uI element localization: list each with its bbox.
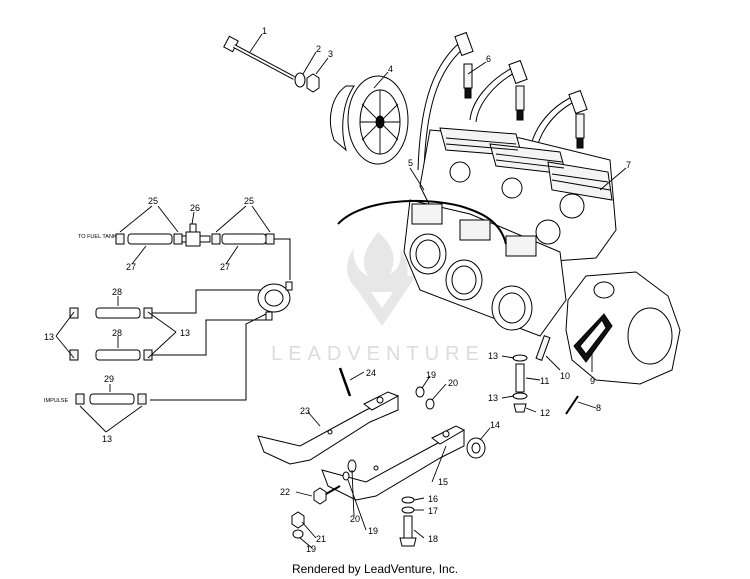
callout-1: 1 [262, 26, 267, 36]
part-27-hose-left [127, 233, 173, 245]
callout-19: 19 [368, 526, 378, 536]
watermark-text: LEADVENTURE [271, 343, 485, 365]
part-2-washer [294, 72, 306, 88]
part-23-mount-bracket [257, 391, 400, 465]
callout-13: 13 [180, 328, 190, 338]
annotation-impulse: IMPULSE [44, 398, 68, 404]
callout-3: 3 [328, 49, 333, 59]
callout-14: 14 [490, 420, 500, 430]
callout-25: 25 [244, 196, 254, 206]
part-16-washer [401, 496, 415, 504]
watermark-v-icon [348, 276, 416, 326]
callout-7: 7 [626, 160, 631, 170]
callout-15: 15 [438, 477, 448, 487]
part-13-washer-lower [512, 392, 528, 400]
callout-13: 13 [488, 351, 498, 361]
callout-26: 26 [190, 203, 200, 213]
annotation-fuel-tank: TO FUEL TANK [78, 234, 117, 240]
part-17-washer [401, 506, 415, 514]
part-27-hose-right [221, 233, 267, 245]
callout-22: 22 [280, 487, 290, 497]
callout-13: 13 [102, 434, 112, 444]
part-1-bolt [223, 35, 295, 80]
part-5-throttle-cable [337, 199, 507, 245]
callout-27: 27 [220, 262, 230, 272]
callout-17: 17 [428, 506, 438, 516]
callout-18: 18 [428, 534, 438, 544]
callout-28: 28 [112, 328, 122, 338]
part-20-washer-upper [425, 398, 435, 410]
callout-19: 19 [426, 370, 436, 380]
callout-4: 4 [388, 64, 393, 74]
callout-19: 19 [306, 544, 316, 554]
callout-28: 28 [112, 287, 122, 297]
fuel-system [150, 223, 293, 401]
part-19-nut-mid [342, 471, 350, 481]
callout-10: 10 [560, 371, 570, 381]
callout-29: 29 [104, 374, 114, 384]
recoil-housing [565, 271, 681, 385]
hose-clamps [69, 233, 275, 405]
callout-12: 12 [540, 408, 550, 418]
part-18-bolt [399, 515, 417, 547]
part-24-bolt [338, 367, 352, 397]
part-21-nut [291, 511, 305, 529]
part-19-nut-upper [415, 386, 425, 398]
callout-24: 24 [366, 368, 376, 378]
callout-8: 8 [596, 403, 601, 413]
part-19-nut-lower [292, 529, 304, 539]
callout-16: 16 [428, 494, 438, 504]
callout-2: 2 [316, 44, 321, 54]
watermark: LEADVENTURE [271, 232, 485, 365]
watermark-flame-icon [347, 232, 408, 292]
part-8-pin [565, 395, 579, 415]
part-11-spacer [515, 363, 525, 393]
part-6-spark-plugs [417, 31, 588, 171]
callout-9: 9 [590, 376, 595, 386]
callout-13: 13 [44, 332, 54, 342]
carburetors [403, 199, 567, 337]
part-28-hose-upper [95, 307, 141, 319]
callout-labels: 1 2 3 4 5 6 7 8 9 10 11 12 13 13 13 13 1… [44, 26, 631, 554]
callout-20: 20 [448, 378, 458, 388]
callout-6: 6 [486, 54, 491, 64]
callout-27: 27 [126, 262, 136, 272]
part-22-stud [313, 485, 341, 505]
part-13-washer-upper [512, 354, 528, 362]
callout-5: 5 [408, 158, 413, 168]
callout-13: 13 [488, 393, 498, 403]
callout-25: 25 [148, 196, 158, 206]
part-4-drive-clutch [330, 75, 409, 165]
leader-lines [55, 33, 627, 549]
part-28-hose-lower [95, 349, 141, 361]
part-10-stud [535, 335, 551, 361]
callout-23: 23 [300, 406, 310, 416]
callout-21: 21 [316, 534, 326, 544]
callout-11: 11 [540, 376, 549, 386]
part-14-grommet [466, 437, 486, 459]
footer-credit: Rendered by LeadVenture, Inc. [292, 562, 458, 576]
part-12-screw [513, 403, 527, 413]
part-3-nut [306, 73, 320, 93]
callout-20: 20 [350, 514, 360, 524]
part-15-mount-bracket [321, 425, 466, 501]
part-29-hose [89, 393, 135, 405]
